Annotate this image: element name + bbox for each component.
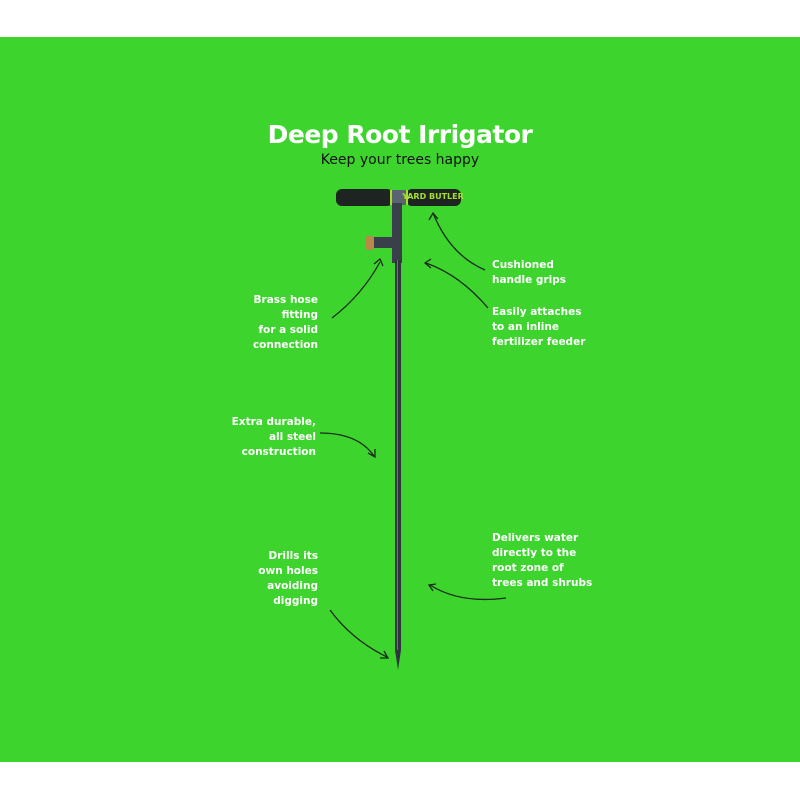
callout-line: own holes	[258, 565, 318, 577]
page-title: Deep Root Irrigator	[267, 120, 533, 149]
page-subtitle: Keep your trees happy	[320, 152, 480, 168]
callout-line: digging	[273, 595, 318, 607]
arrow-brass-fitting	[331, 261, 381, 319]
callout-line: avoiding	[267, 580, 318, 592]
callout-line: root zone of	[492, 562, 564, 574]
callout-line: for a solid	[258, 324, 318, 336]
callout-line: Easily attaches	[492, 306, 582, 318]
callout-line: construction	[241, 446, 316, 458]
arrow-inline-feeder	[425, 262, 489, 309]
arrow-steel-construction	[319, 432, 375, 457]
callout-line: fitting	[281, 309, 318, 321]
drill-tip	[395, 650, 401, 670]
callout-line: Extra durable,	[231, 416, 316, 428]
callout-line: Cushioned	[492, 259, 554, 271]
callout-root-zone: Delivers water directly to the root zone…	[492, 531, 592, 591]
callout-line: directly to the	[492, 547, 577, 559]
right-handle-grip	[406, 189, 461, 206]
arrow-drills-holes	[329, 609, 388, 658]
left-handle-grip	[336, 189, 393, 206]
callout-line: handle grips	[492, 274, 566, 286]
callout-line: all steel	[268, 431, 316, 443]
irrigator-tool: YARD BUTLER	[336, 189, 464, 670]
callout-line: to an inline	[492, 321, 559, 333]
callout-handle-grips: Cushioned handle grips	[492, 258, 566, 288]
arrow-root-zone	[429, 584, 507, 601]
brass-fitting	[366, 236, 374, 250]
callout-line: Brass hose	[253, 294, 318, 306]
handle-crossbar	[391, 190, 408, 205]
hose-inlet	[372, 237, 394, 248]
callout-steel-construction: Extra durable, all steel construction	[232, 415, 316, 460]
callout-brass-fitting: Brass hose fitting for a solid connectio…	[253, 293, 318, 353]
brand-logo: YARD BUTLER	[401, 192, 464, 201]
callout-line: trees and shrubs	[492, 577, 593, 589]
arrow-handle-grips	[432, 212, 486, 271]
callout-line: Drills its	[268, 550, 318, 562]
callout-drills-holes: Drills its own holes avoiding digging	[258, 549, 318, 609]
callout-line: fertilizer feeder	[492, 336, 586, 348]
callout-line: Delivers water	[492, 532, 579, 544]
callout-inline-feeder: Easily attaches to an inline fertilizer …	[492, 305, 585, 350]
callout-arrows	[319, 211, 507, 659]
upper-shaft	[392, 203, 402, 263]
callout-line: connection	[252, 339, 318, 351]
